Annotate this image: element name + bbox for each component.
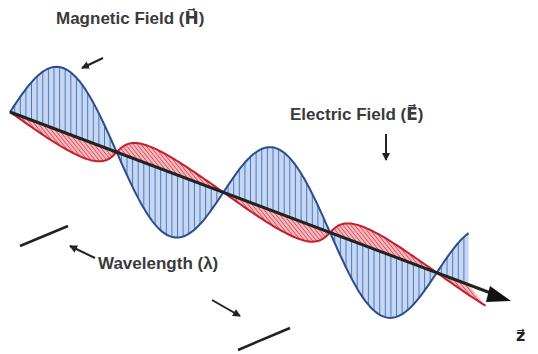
hatch-line [379,251,380,315]
dimension-label: Wavelength (λ) [98,254,218,274]
wave-curve [10,67,117,152]
hatch-line [458,243,459,281]
hatch-line [413,264,414,305]
hatch-line [368,247,369,305]
wavelength-tick [20,226,68,246]
propagation-axis [10,112,496,295]
hatch-line [166,171,167,235]
hatch-line [273,147,274,211]
wave-curve [117,152,224,237]
hatch-line [48,69,49,127]
hatch-line [194,181,195,229]
leader-arrow [82,58,103,68]
hatch-line [65,69,66,133]
wavelength-tick [238,328,290,350]
hatch-line [261,149,262,207]
wave-curve [330,233,437,318]
hatch-line [424,268,425,290]
hatch-line [267,147,268,209]
hatch-line [200,184,201,225]
hatch-line [385,253,386,317]
hatch-line [42,72,43,125]
hatch-line [76,78,77,137]
hatch-line [20,97,21,116]
wave-lobe [437,233,469,285]
hatch-line [317,206,318,228]
hatch-line [82,85,83,140]
wave-curve [223,147,330,232]
hatch-line [211,188,212,210]
hatch-line [239,169,240,198]
hatch-line [250,157,251,203]
hatch-line [374,249,375,311]
hatch-line [188,179,189,234]
hatch-line [312,194,313,226]
hatch-line [284,153,285,216]
hatch-line [138,160,139,198]
leader-arrow [70,246,95,258]
hatch-line [177,175,178,237]
hatch-line [402,260,403,315]
hatch-line [183,177,184,236]
hatch-line [155,167,156,225]
hatch-line [54,67,55,129]
hatch-line [463,237,464,283]
hatch-line [295,165,296,220]
wave-lobe [10,67,117,152]
hatch-line [143,162,144,208]
hatch-line [278,149,279,213]
hatch-line [306,183,307,224]
hatch-line [419,266,420,298]
hatch-line [346,239,347,268]
hatch-line [362,245,363,298]
hatch-line [104,125,105,147]
hatch-line [452,250,453,279]
axis-label: Magnetic Field (H⃗) [56,8,204,29]
hatch-line [149,165,150,218]
wave-curve [437,233,469,273]
hatch-line [70,73,71,135]
hatch-line [396,258,397,317]
wave-lobe [117,152,224,237]
leader-arrow [212,300,240,316]
hatch-line [132,158,133,187]
axis-arrowhead [486,286,511,302]
wave-lobe [330,233,437,318]
hatch-line [160,169,161,231]
leader-arrow [385,134,387,160]
hatch-line [357,243,358,289]
hatch-line [87,93,88,141]
hatch-line [301,173,302,221]
hatch-line [31,82,32,120]
hatch-line [93,103,94,144]
hatch-line [351,241,352,279]
hatch-line [59,67,60,131]
hatch-line [171,173,172,237]
hatch-line [407,262,408,310]
wave-lobe [223,147,330,232]
hatch-line [233,177,234,196]
hatch-line [37,76,38,122]
hatch-line [289,158,290,217]
hatch-line [390,255,391,318]
magnetic-wave [10,67,469,318]
hatch-line [98,114,99,146]
axis-label: z⃗ [516,326,525,345]
hatch-line [256,152,257,205]
axis-label: Electric Field (E⃗) [290,104,423,125]
hatch-line [447,258,448,277]
hatch-line [25,89,26,118]
hatch-line [205,186,206,218]
hatch-line [244,163,245,201]
